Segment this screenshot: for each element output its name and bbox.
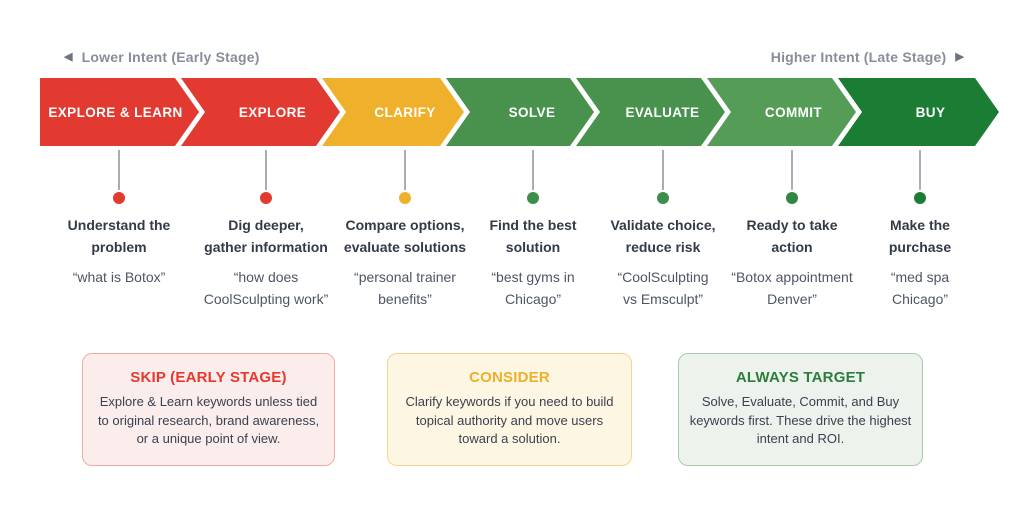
funnel-stage-solve: SOLVE: [446, 78, 594, 146]
callout-title: SKIP (EARLY STAGE): [130, 369, 287, 386]
stage-dot: [786, 192, 798, 204]
stage-detail-solve: Find the best solution “best gyms in Chi…: [453, 150, 613, 310]
stage-heading: Find the best solution: [489, 217, 577, 255]
connector-line: [118, 150, 120, 190]
stage-label: COMMIT: [764, 104, 823, 120]
connector-line: [662, 150, 664, 190]
funnel-stage-clarify: CLARIFY: [322, 78, 464, 146]
stage-heading: Dig deeper, gather information: [204, 217, 328, 255]
callout-title: ALWAYS TARGET: [735, 369, 866, 386]
funnel-stage-evaluate: EVALUATE: [576, 78, 725, 146]
right-triangle-icon: ▶: [955, 50, 964, 63]
stage-detail-explore: Dig deeper, gather information “how does…: [186, 150, 346, 310]
callout-body: Explore & Learn keywords unless tied to …: [97, 394, 320, 446]
lower-intent-label: ◀ Lower Intent (Early Stage): [64, 49, 260, 65]
stage-label: SOLVE: [508, 104, 556, 120]
funnel-stage-buy: BUY: [838, 78, 999, 146]
stage-label: EVALUATE: [625, 104, 700, 120]
stage-dot: [113, 192, 125, 204]
left-triangle-icon: ◀: [64, 50, 73, 63]
funnel-stage-explore-learn: EXPLORE & LEARN: [40, 78, 199, 146]
stage-dot: [399, 192, 411, 204]
lower-intent-text: Lower Intent (Early Stage): [81, 49, 260, 65]
callout-body: Solve, Evaluate, Commit, and Buy keyword…: [689, 394, 912, 446]
higher-intent-label: Higher Intent (Late Stage) ▶: [771, 49, 964, 65]
stage-dot: [914, 192, 926, 204]
stage-detail-evaluate: Validate choice, reduce risk “CoolSculpt…: [583, 150, 743, 310]
connector-line: [919, 150, 921, 190]
connector-line: [404, 150, 406, 190]
stage-label: CLARIFY: [374, 104, 436, 120]
stage-heading: Compare options, evaluate solutions: [343, 217, 467, 255]
funnel-stage-explore: EXPLORE: [181, 78, 340, 146]
callout-title: CONSIDER: [469, 369, 550, 386]
stage-detail-clarify: Compare options, evaluate solutions “per…: [325, 150, 485, 310]
stage-dot: [527, 192, 539, 204]
connector-line: [791, 150, 793, 190]
stage-detail-explore-learn: Understand the problem “what is Botox”: [39, 150, 199, 288]
stage-example-query: “best gyms in Chicago”: [491, 269, 575, 307]
callout-body: Clarify keywords if you need to build to…: [405, 394, 614, 446]
callout-always-target: ALWAYS TARGET Solve, Evaluate, Commit, a…: [678, 353, 923, 466]
stage-heading: Understand the problem: [67, 217, 171, 255]
stage-example-query: “CoolSculpting vs Emsculpt”: [617, 269, 709, 307]
higher-intent-text: Higher Intent (Late Stage): [770, 49, 947, 65]
funnel-stage-commit: COMMIT: [707, 78, 856, 146]
stage-heading: Ready to take action: [746, 217, 838, 255]
stage-example-query: “med spa Chicago”: [890, 269, 950, 307]
stage-example-query: “personal trainer benefits”: [354, 269, 456, 307]
stage-example-query: “what is Botox”: [72, 269, 166, 285]
stage-label: EXPLORE & LEARN: [48, 104, 183, 120]
stage-heading: Make the purchase: [888, 217, 952, 255]
callout-consider: CONSIDER Clarify keywords if you need to…: [387, 353, 632, 466]
callout-skip-early-stage: SKIP (EARLY STAGE) Explore & Learn keywo…: [82, 353, 335, 466]
stage-detail-commit: Ready to take action “Botox appointment …: [712, 150, 872, 310]
stage-label: BUY: [915, 104, 946, 120]
stage-example-query: “Botox appointment Denver”: [731, 269, 853, 307]
stage-dot: [260, 192, 272, 204]
stage-example-query: “how does CoolSculpting work”: [203, 269, 329, 307]
stage-detail-buy: Make the purchase “med spa Chicago”: [840, 150, 1000, 310]
connector-line: [265, 150, 267, 190]
stage-label: EXPLORE: [238, 104, 307, 120]
connector-line: [532, 150, 534, 190]
stage-dot: [657, 192, 669, 204]
stage-heading: Validate choice, reduce risk: [610, 217, 716, 255]
